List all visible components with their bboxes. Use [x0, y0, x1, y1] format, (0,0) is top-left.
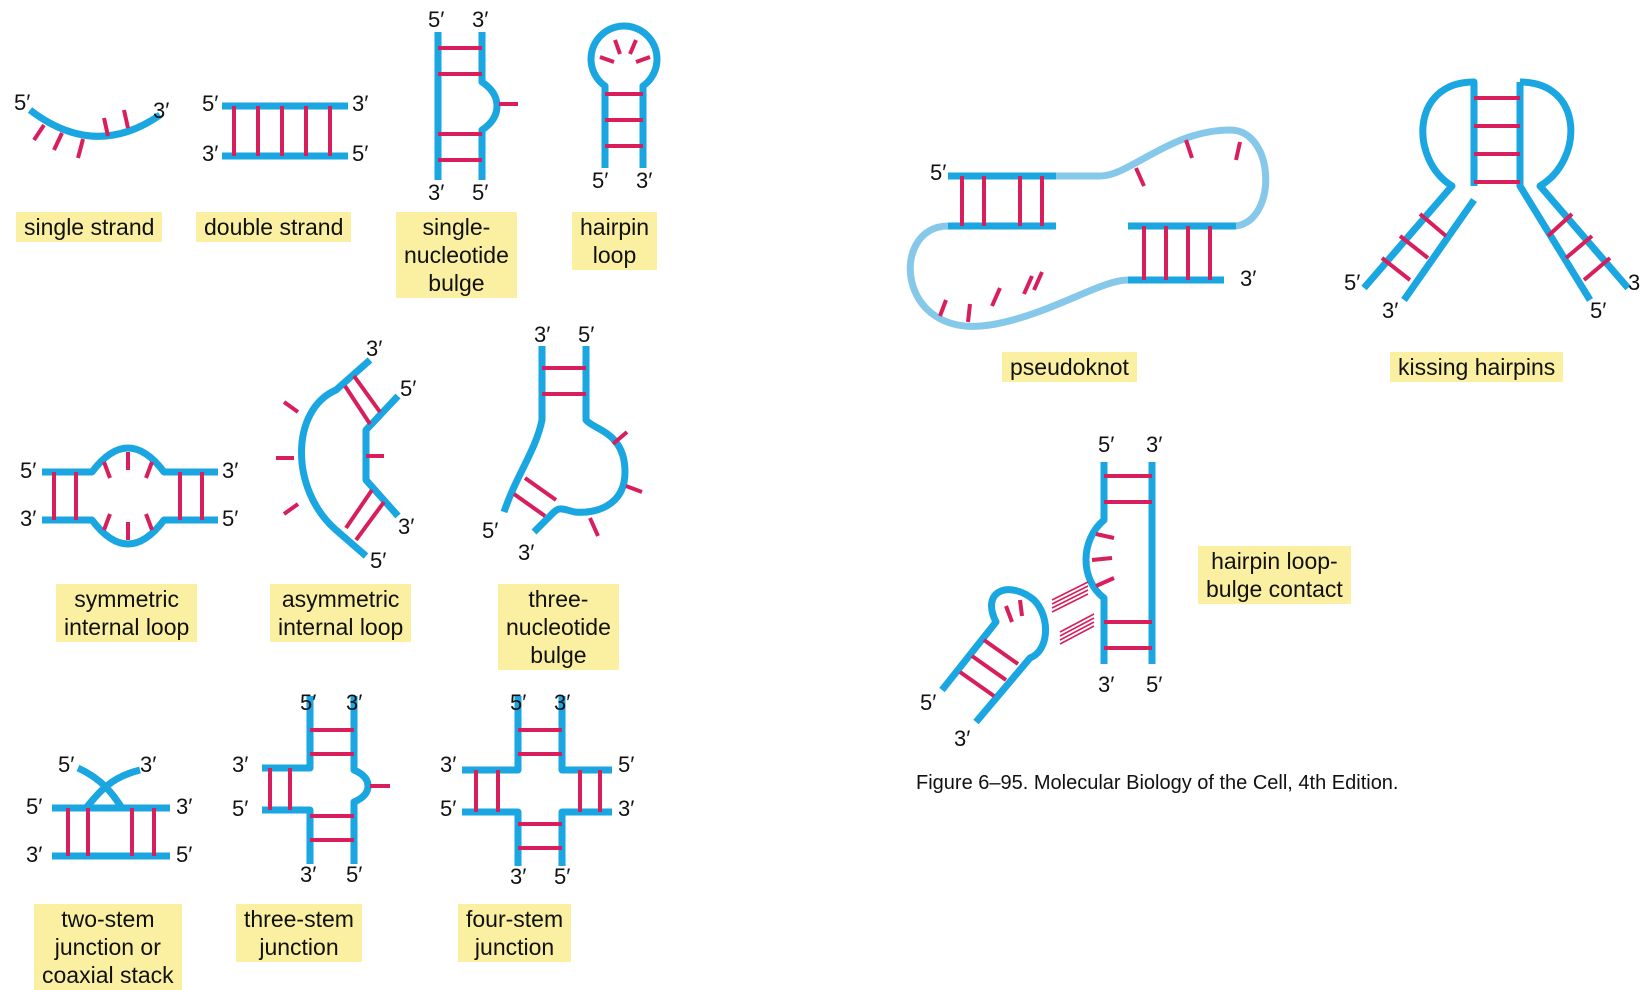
end-label: 5′ — [202, 91, 218, 116]
end-label: 3′ — [554, 690, 570, 715]
end-label: 5′ — [930, 160, 946, 185]
end-label: 3′ — [1628, 270, 1640, 295]
end-label: 5′ — [482, 518, 498, 543]
two-stem-junction-diagram: 5′ 3′ 5′ 3′ 3′ 5′ — [26, 752, 192, 867]
end-label: 3′ — [636, 168, 652, 193]
end-label: 3′ — [346, 690, 362, 715]
end-label: 3′ — [140, 752, 156, 777]
hairpin-loop-diagram: 5′ 3′ — [591, 26, 657, 193]
end-label: 5′ — [618, 752, 634, 777]
end-label: 5′ — [1098, 432, 1114, 457]
single-strand-diagram: 5′ 3′ — [14, 90, 169, 158]
end-label: 3′ — [20, 506, 36, 531]
end-label: 3′ — [440, 752, 456, 777]
end-label: 5′ — [440, 796, 456, 821]
end-label: 5′ — [1146, 672, 1162, 697]
end-label: 3′ — [300, 862, 316, 887]
end-label: 5′ — [1590, 298, 1606, 323]
end-label: 3′ — [472, 7, 488, 32]
end-label: 3′ — [366, 336, 382, 361]
end-label: 5′ — [1344, 270, 1360, 295]
four-stem-junction-diagram: 5′ 3′ 3′ 5′ 5′ 3′ 3′ 5′ — [440, 690, 634, 889]
end-label: 5′ — [400, 376, 416, 401]
hairpin-loop-bulge-contact-diagram: 5′ 3′ 3′ 5′ 5′ 3′ — [920, 432, 1162, 751]
single-nucleotide-bulge-diagram: 5′ 3′ 3′ 5′ — [428, 7, 518, 205]
end-label: 5′ — [300, 690, 316, 715]
symmetric-internal-loop-diagram: 5′ 3′ 3′ 5′ — [20, 448, 238, 544]
end-label: 5′ — [20, 458, 36, 483]
end-label: 5′ — [920, 690, 936, 715]
pseudoknot-diagram: 5′ 3′ — [910, 130, 1265, 326]
end-label: 3′ — [1098, 672, 1114, 697]
end-label: 3′ — [153, 98, 169, 123]
end-label: 5′ — [346, 862, 362, 887]
double-strand-diagram: 5′ 3′ 3′ 5′ — [202, 91, 368, 166]
label-hairpin-loop-bulge-contact: hairpin loop-bulge contact — [1198, 546, 1351, 604]
three-stem-junction-diagram: 5′ 3′ 3′ 5′ 3′ 5′ — [232, 690, 390, 887]
kissing-hairpins-diagram: 5′ 3′ 3′ 5′ — [1344, 82, 1640, 323]
end-label: 5′ — [14, 90, 30, 115]
end-label: 3′ — [954, 726, 970, 751]
end-label: 3′ — [510, 864, 526, 889]
end-label: 3′ — [1382, 298, 1398, 323]
end-label: 3′ — [618, 796, 634, 821]
end-label: 3′ — [222, 458, 238, 483]
three-nucleotide-bulge-diagram: 3′ 5′ 5′ 3′ — [482, 322, 642, 565]
figure-caption: Figure 6–95. Molecular Biology of the Ce… — [916, 772, 1399, 795]
label-kissing-hairpins: kissing hairpins — [1390, 352, 1563, 382]
end-label: 3′ — [1240, 266, 1256, 291]
end-label: 3′ — [176, 794, 192, 819]
end-label: 3′ — [232, 752, 248, 777]
end-label: 5′ — [510, 690, 526, 715]
label-pseudoknot: pseudoknot — [1002, 352, 1137, 382]
end-label: 3′ — [518, 540, 534, 565]
end-label: 5′ — [58, 752, 74, 777]
end-label: 3′ — [1146, 432, 1162, 457]
end-label: 3′ — [398, 514, 414, 539]
end-label: 5′ — [222, 506, 238, 531]
label-single-strand: single strand — [16, 212, 162, 242]
label-double-strand: double strand — [196, 212, 351, 242]
end-label: 5′ — [578, 322, 594, 347]
end-label: 5′ — [472, 180, 488, 205]
end-label: 3′ — [26, 842, 42, 867]
end-label: 5′ — [592, 168, 608, 193]
end-label: 5′ — [428, 7, 444, 32]
end-label: 5′ — [554, 864, 570, 889]
end-label: 5′ — [370, 548, 386, 573]
end-label: 5′ — [232, 796, 248, 821]
end-label: 3′ — [202, 141, 218, 166]
end-label: 3′ — [352, 91, 368, 116]
end-label: 5′ — [352, 141, 368, 166]
asymmetric-internal-loop-diagram: 3′ 5′ 3′ 5′ — [276, 336, 416, 573]
end-label: 5′ — [176, 842, 192, 867]
end-label: 5′ — [26, 794, 42, 819]
end-label: 3′ — [428, 180, 444, 205]
end-label: 3′ — [534, 322, 550, 347]
